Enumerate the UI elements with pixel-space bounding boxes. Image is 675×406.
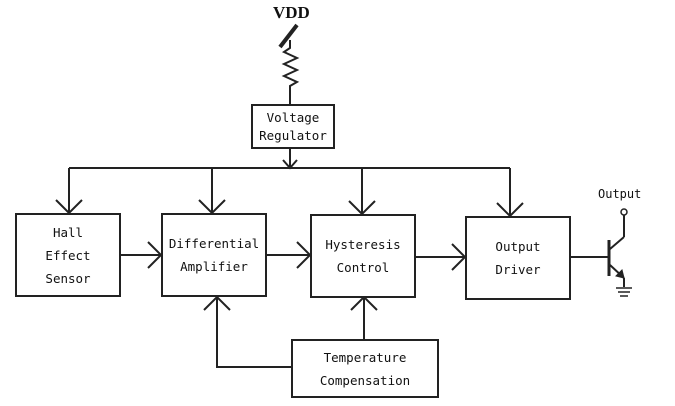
output-terminal-icon — [620, 208, 628, 216]
hall-effect-sensor-block[interactable]: Hall Effect Sensor — [15, 213, 121, 297]
block-label: Temperature — [323, 349, 407, 365]
temperature-compensation-block[interactable]: Temperature Compensation — [291, 339, 439, 398]
block-label: Voltage — [266, 109, 320, 125]
vdd-supply-symbol — [278, 23, 299, 49]
block-label: Sensor — [45, 270, 91, 286]
block-label: Amplifier — [180, 259, 248, 274]
block-label: Output — [495, 239, 541, 254]
tempcomp-to-diffamp-wire — [216, 297, 291, 368]
voltage-regulator-block[interactable]: Voltage Regulator — [251, 104, 335, 149]
arrow-head-icon — [203, 295, 231, 311]
block-label: Differential — [168, 236, 260, 251]
block-label: Effect — [45, 247, 91, 263]
block-label: Hysteresis — [325, 237, 401, 252]
output-driver-block[interactable]: Output Driver — [465, 216, 571, 300]
resistor-icon — [281, 40, 300, 104]
vdd-label: VDD — [273, 3, 310, 22]
block-label: Hall — [52, 224, 84, 240]
block-label: Control — [336, 260, 390, 275]
hysteresis-control-block[interactable]: Hysteresis Control — [310, 214, 416, 298]
block-label: Driver — [495, 262, 541, 277]
output-label: Output — [598, 187, 642, 201]
differential-amplifier-block[interactable]: Differential Amplifier — [161, 213, 267, 297]
block-label: Regulator — [259, 127, 327, 143]
block-label: Compensation — [319, 372, 411, 388]
ground-icon — [616, 287, 632, 297]
npn-transistor-icon — [607, 208, 628, 287]
